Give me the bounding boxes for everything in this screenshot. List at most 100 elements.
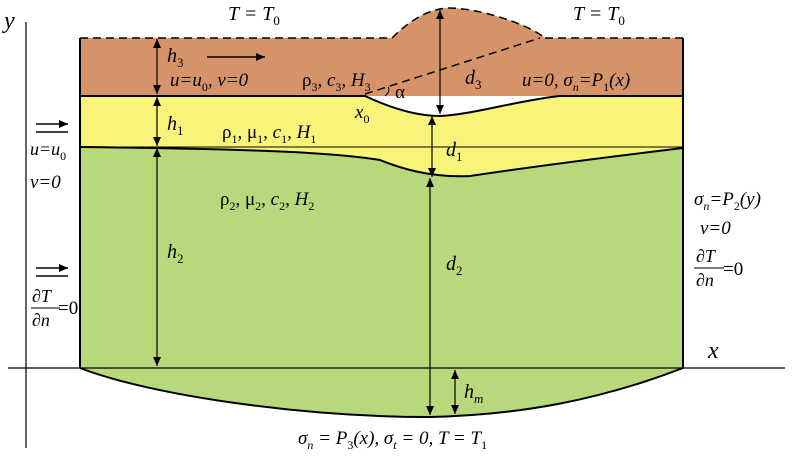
x0-label: x0 <box>354 102 369 126</box>
left-dn: ∂n <box>32 310 50 330</box>
c1: , c <box>263 122 282 143</box>
rho3: ρ <box>302 70 311 91</box>
d2-label: d2 <box>446 253 463 278</box>
right-bc-end: (x) <box>609 70 630 91</box>
c2-sub: 2 <box>279 199 285 213</box>
right-bc-tail: =P <box>579 70 604 91</box>
bottom-bc-mid: = P <box>313 428 347 449</box>
mu1: , μ <box>237 122 257 143</box>
left-u-main: u=u <box>30 139 60 159</box>
interface-1-2 <box>79 146 684 178</box>
bottom-boundary <box>79 367 684 419</box>
right-sigma-end: (y) <box>740 189 761 210</box>
y-axis-label: y <box>2 8 15 34</box>
c2: , c <box>261 189 280 210</box>
mu1-sub: 1 <box>257 132 263 146</box>
left-inflow-arrow-1 <box>36 120 68 133</box>
hm-sub: m <box>474 391 483 406</box>
top-right-temp-sub: 0 <box>618 13 625 28</box>
top-left-temp-main: T = T <box>228 3 275 25</box>
bottom-bc-sub2: 3 <box>347 438 353 452</box>
left-dT: ∂T <box>32 286 53 306</box>
d3-label: d3 <box>465 67 482 92</box>
bump-dashed <box>391 7 546 39</box>
d2-sub: 2 <box>456 263 463 278</box>
rho2: ρ <box>220 189 229 210</box>
right-eq: =0 <box>723 259 743 280</box>
velocity-sub: 0 <box>202 80 208 94</box>
mu2: , μ <box>235 189 255 210</box>
h2-label: h2 <box>167 241 184 266</box>
left-inflow-arrow-2 <box>36 264 68 277</box>
right-sigma-main: σ <box>694 189 704 210</box>
hm-main: h <box>464 381 474 403</box>
mu2-sub: 2 <box>255 199 261 213</box>
alpha-label: α <box>395 82 405 103</box>
layer3-region <box>80 8 683 96</box>
c3: , c <box>317 70 336 91</box>
right-dn: ∂n <box>696 270 714 290</box>
d1-label: d1 <box>446 139 463 164</box>
x0-sub: 0 <box>363 112 369 126</box>
layer3-props: ρ3, c3, H3 <box>302 70 371 94</box>
h3-label: h3 <box>167 45 184 70</box>
left-eq: =0 <box>58 298 78 319</box>
d2-main: d <box>446 253 457 275</box>
interface-3-1 <box>80 95 683 118</box>
d3-sub: 3 <box>475 77 482 92</box>
right-sigma-sub2: 2 <box>734 199 740 213</box>
right-sigma-eq: =P <box>709 189 734 210</box>
bottom-bc-sigma: σ <box>298 428 308 449</box>
layer1-props: ρ1, μ1, c1, H1 <box>222 122 316 146</box>
rho3-sub: 3 <box>311 80 317 94</box>
x-axis-label: x <box>707 338 719 364</box>
velocity-main: u=u <box>170 70 202 91</box>
layer2-props: ρ2, μ2, c2, H2 <box>220 189 314 213</box>
H1-sub: 1 <box>310 132 316 146</box>
rho1-sub: 1 <box>231 132 237 146</box>
top-right-temp: T = T0 <box>573 3 625 28</box>
left-u-bc: u=u0 <box>30 139 66 163</box>
rho1: ρ <box>222 122 231 143</box>
H1: , H <box>287 122 312 143</box>
left-u-sub: 0 <box>60 149 66 163</box>
H3-sub: 3 <box>365 80 371 94</box>
bottom-bc-sub4: 1 <box>481 438 487 452</box>
h3-label-sub: 3 <box>177 55 184 70</box>
hm-label: hm <box>464 381 483 406</box>
right-dT: ∂T <box>696 246 717 266</box>
slope-dashed <box>364 37 541 95</box>
c1-sub: 1 <box>281 132 287 146</box>
right-bc-sub2: 1 <box>603 80 609 94</box>
h1-main: h <box>167 113 177 135</box>
bottom-bc-mid2: (x), σ <box>353 428 394 449</box>
h1-label: h1 <box>167 113 184 138</box>
right-v-bc: v=0 <box>700 218 731 239</box>
layer3-right-bc: u=0, σn=P1(x) <box>522 70 630 94</box>
right-bc-sub: n <box>573 80 579 94</box>
H3: , H <box>341 70 366 91</box>
bottom-bc-sub: n <box>307 438 313 452</box>
right-sigma-bc: σn=P2(y) <box>694 189 761 213</box>
h2-main: h <box>167 241 177 263</box>
layer2-region <box>80 147 683 417</box>
top-left-temp: T = T0 <box>228 3 280 28</box>
d1-main: d <box>446 139 457 161</box>
left-v-bc: v=0 <box>30 172 61 193</box>
bottom-bc-mid3: = 0, T = T <box>397 428 483 449</box>
top-left-temp-sub: 0 <box>273 13 280 28</box>
c3-sub: 3 <box>335 80 341 94</box>
h3-label-main: h <box>167 45 177 67</box>
top-right-temp-main: T = T <box>573 3 620 25</box>
d1-sub: 1 <box>456 149 463 164</box>
bottom-bc-sub3: t <box>393 438 397 452</box>
rho2-sub: 2 <box>229 199 235 213</box>
x0-main: x <box>354 102 364 123</box>
bottom-bc: σn = P3(x), σt = 0, T = T1 <box>298 428 487 452</box>
velocity-label: u=u0, v=0 <box>170 70 249 94</box>
H2: , H <box>285 189 310 210</box>
layer1-region <box>80 96 683 177</box>
right-bc-main: u=0, σ <box>522 70 573 91</box>
h2-sub: 2 <box>177 251 184 266</box>
